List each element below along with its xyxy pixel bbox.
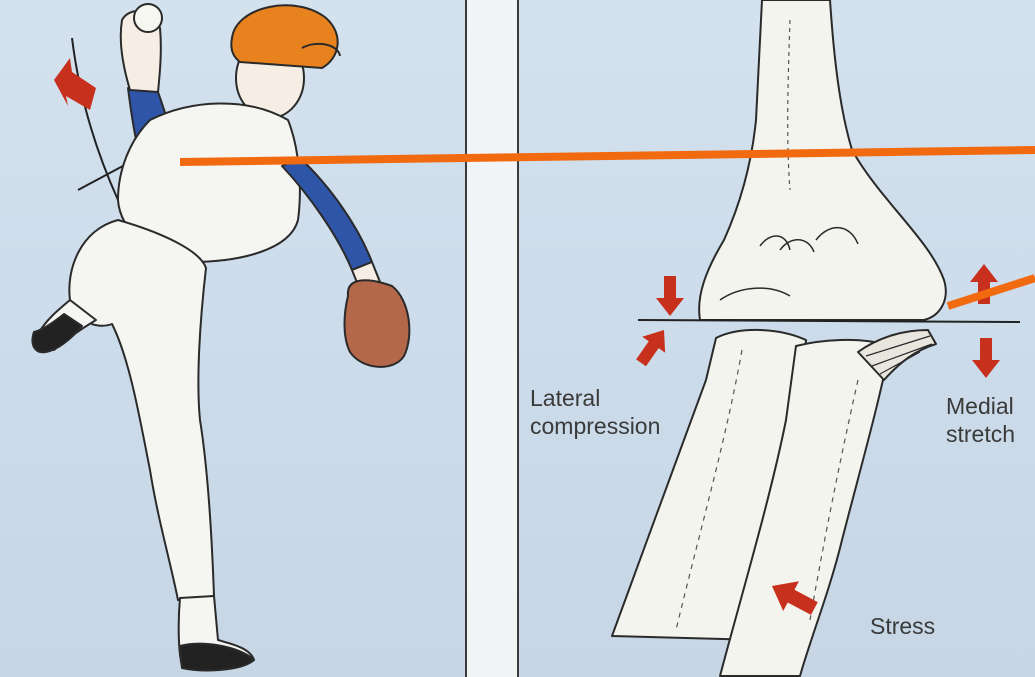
- pitcher-illustration: [33, 4, 410, 670]
- baseball-glove: [345, 280, 410, 367]
- annotation-line-horizontal: [180, 150, 1035, 162]
- baseball: [134, 4, 162, 32]
- pants: [69, 220, 214, 600]
- panel-divider: [466, 0, 518, 677]
- annotation-line-diagonal: [948, 278, 1035, 306]
- rotation-arrow-icon: [54, 58, 96, 110]
- humerus: [699, 0, 946, 320]
- elbow-bones-illustration: [612, 0, 1020, 676]
- medial-stretch-line2: stretch: [946, 420, 1015, 448]
- cap: [231, 5, 337, 68]
- lateral-compression-label: Lateral compression: [530, 384, 660, 440]
- red-arrow-icon: [630, 322, 676, 371]
- lateral-compression-line1: Lateral: [530, 384, 660, 412]
- joint-line: [638, 320, 1020, 322]
- red-arrow-icon: [656, 276, 684, 316]
- medial-stretch-line1: Medial: [946, 392, 1015, 420]
- medial-stretch-label: Medial stretch: [946, 392, 1015, 448]
- lateral-compression-line2: compression: [530, 412, 660, 440]
- red-arrow-icon: [972, 338, 1000, 378]
- stress-label: Stress: [870, 612, 935, 640]
- rotation-arc: [72, 38, 118, 200]
